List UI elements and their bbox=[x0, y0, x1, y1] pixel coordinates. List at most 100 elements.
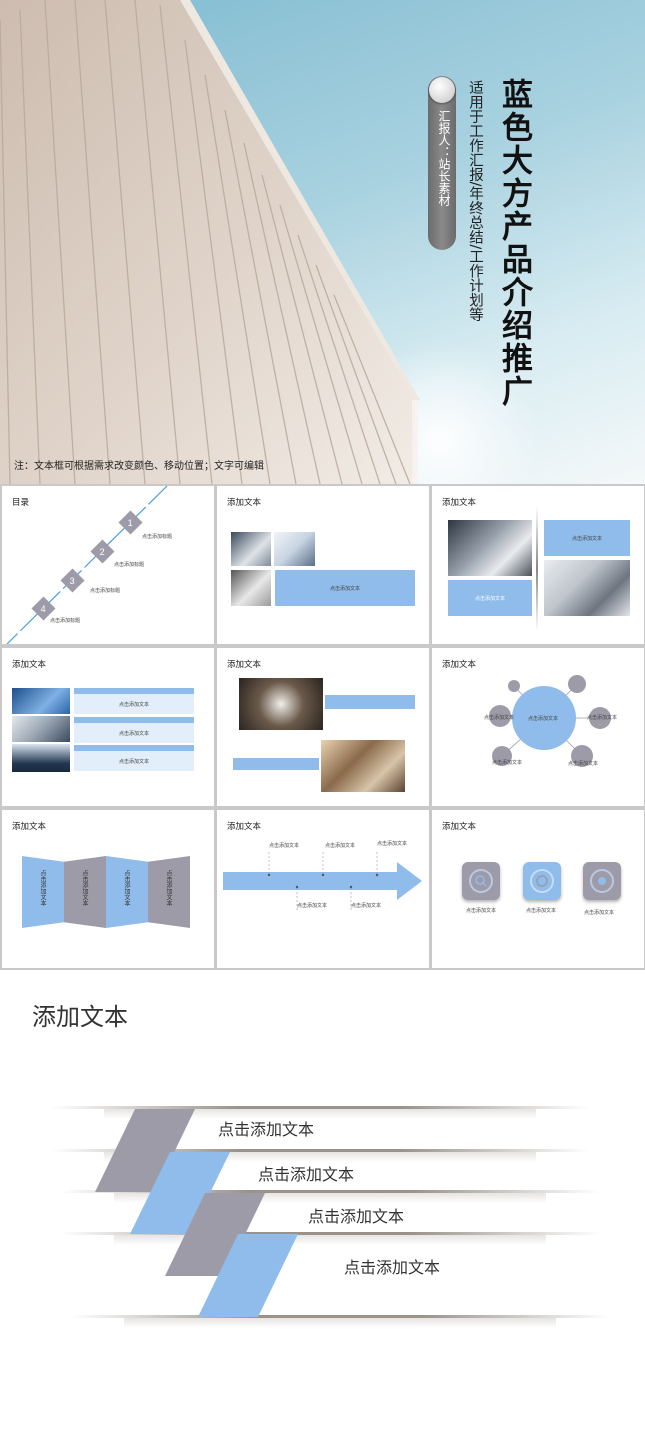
search-icon bbox=[469, 869, 493, 893]
row-label: 点击添加文本 bbox=[118, 701, 149, 708]
node-label[interactable]: 点击添加文本 bbox=[492, 760, 523, 766]
panel[interactable] bbox=[22, 856, 64, 928]
presentation-title: 蓝色大方产品介绍推广 bbox=[496, 78, 532, 408]
node-label[interactable]: 点击添加文本 bbox=[587, 715, 618, 721]
timeline-label[interactable]: 点击添加文本 bbox=[325, 843, 356, 849]
thumb-icon-tiles[interactable]: 添加文本 点击添加文本 点击添加文本 点击添加文本 bbox=[432, 810, 644, 968]
timeline-label[interactable]: 点击添加文本 bbox=[377, 841, 408, 847]
target-icon-tile[interactable] bbox=[523, 862, 561, 900]
text-box-label: 点击添加文本 bbox=[329, 585, 360, 592]
toc-item[interactable]: 点击添加标题 bbox=[142, 534, 173, 540]
text-box[interactable]: 点击添加文本 bbox=[275, 570, 415, 606]
divider bbox=[536, 506, 538, 631]
toc-diagonal-line bbox=[6, 486, 168, 644]
target-icon bbox=[530, 869, 554, 893]
divider-bar bbox=[60, 1232, 600, 1245]
row-label: 点击添加文本 bbox=[118, 758, 149, 765]
row-header bbox=[74, 717, 194, 723]
text-bar[interactable] bbox=[325, 695, 415, 709]
business-photo bbox=[274, 532, 315, 566]
toc-item[interactable]: 点击添加标题 bbox=[90, 588, 121, 594]
node-label[interactable]: 点击添加文本 bbox=[568, 761, 599, 767]
thumb-two-photos[interactable]: 添加文本 点击添加文本 点击添加文本 bbox=[432, 486, 644, 644]
step-label[interactable]: 点击添加文本 bbox=[258, 1165, 355, 1184]
timeline-arrow bbox=[223, 852, 422, 912]
building-facade-image bbox=[0, 0, 420, 484]
timeline-label[interactable]: 点击添加文本 bbox=[351, 903, 382, 909]
building-photo bbox=[12, 688, 70, 714]
slide-title: 添加文本 bbox=[227, 497, 262, 507]
slide-title: 添加文本 bbox=[442, 821, 477, 831]
panel[interactable] bbox=[106, 856, 148, 928]
settings-icon bbox=[590, 869, 614, 893]
laptop-photo bbox=[544, 560, 630, 616]
toc-item[interactable]: 点击添加标题 bbox=[114, 562, 145, 568]
text-box-label: 点击添加文本 bbox=[571, 535, 602, 542]
thumb-timeline-arrow[interactable]: 添加文本 点击添加文本 点击添加文本 点击添加文本 点击添加文本 点击添加文本 bbox=[217, 810, 429, 968]
meeting-table-photo bbox=[239, 678, 323, 730]
step-label[interactable]: 点击添加文本 bbox=[308, 1207, 405, 1226]
divider-bar bbox=[60, 1190, 600, 1203]
business-photo bbox=[231, 532, 271, 566]
search-icon-tile[interactable] bbox=[462, 862, 500, 900]
circle-diagram bbox=[489, 675, 611, 767]
step-label[interactable]: 点击添加文本 bbox=[344, 1258, 441, 1277]
panel[interactable] bbox=[148, 856, 190, 928]
toc-number: 4 bbox=[40, 603, 47, 614]
timeline-label[interactable]: 点击添加文本 bbox=[269, 843, 300, 849]
timeline-label[interactable]: 点击添加文本 bbox=[297, 903, 328, 909]
panel-label: 点击添加文本 bbox=[123, 870, 129, 906]
list-row[interactable]: 点击添加文本 bbox=[74, 723, 194, 743]
row-header bbox=[74, 745, 194, 751]
list-row[interactable]: 点击添加文本 bbox=[74, 694, 194, 714]
slide-title: 添加文本 bbox=[32, 1003, 128, 1031]
icon-label[interactable]: 点击添加文本 bbox=[466, 908, 497, 914]
panel-label: 点击添加文本 bbox=[81, 870, 87, 906]
title-slide: 蓝色大方产品介绍推广 适用于工作汇报/年终总结/工作计划等 汇报人：站长素材 注… bbox=[0, 0, 645, 484]
center-label[interactable]: 点击添加文本 bbox=[528, 716, 559, 722]
toc-item[interactable]: 点击添加标题 bbox=[50, 618, 81, 624]
row-label: 点击添加文本 bbox=[118, 730, 149, 737]
panel-label: 点击添加文本 bbox=[165, 870, 171, 906]
chart-photo bbox=[231, 570, 271, 606]
team-photo bbox=[12, 744, 70, 772]
text-bar[interactable] bbox=[233, 758, 319, 770]
thumb-meeting-photos[interactable]: 添加文本 bbox=[217, 648, 429, 806]
tablet-photo bbox=[448, 520, 532, 576]
slide-title: 添加文本 bbox=[442, 659, 477, 669]
presentation-subtitle: 适用于工作汇报/年终总结/工作计划等 bbox=[467, 80, 483, 322]
reporter-name: 汇报人：站长素材 bbox=[437, 110, 451, 206]
toc-number: 1 bbox=[127, 517, 134, 528]
thumb-toc[interactable]: 目录 1 点击添加标题 2 点击添加标题 3 点击添加标题 4 点击添加标题 bbox=[2, 486, 214, 644]
text-box[interactable]: 点击添加文本 bbox=[544, 520, 630, 556]
toc-number: 2 bbox=[99, 546, 106, 557]
panel-label: 点击添加文本 bbox=[39, 870, 45, 906]
slide-title: 添加文本 bbox=[227, 821, 262, 831]
panel[interactable] bbox=[64, 856, 106, 928]
thumb-folded-panels[interactable]: 添加文本 点击添加文本 点击添加文本 点击添加文本 点击添加文本 bbox=[2, 810, 214, 968]
node-label[interactable]: 点击添加文本 bbox=[484, 715, 515, 721]
slide-title: 目录 bbox=[12, 497, 30, 507]
meeting-photo bbox=[12, 716, 70, 742]
icon-label[interactable]: 点击添加文本 bbox=[584, 910, 615, 916]
thumb-circle-diagram[interactable]: 添加文本 点击添加文本 点击添加文本 点击添加文本 点击添加文本 点击添加文本 bbox=[432, 648, 644, 806]
settings-icon-tile[interactable] bbox=[583, 862, 621, 900]
thumb-list-rows[interactable]: 添加文本 点击添加文本 点击添加文本 点击添加文本 bbox=[2, 648, 214, 806]
toc-number: 3 bbox=[69, 575, 76, 586]
divider-bar bbox=[50, 1149, 590, 1162]
text-box-label: 点击添加文本 bbox=[474, 595, 505, 602]
thumb-photo-collage[interactable]: 添加文本 点击添加文本 bbox=[217, 486, 429, 644]
parallelogram-steps bbox=[95, 1109, 298, 1317]
text-box[interactable]: 点击添加文本 bbox=[448, 580, 532, 616]
large-slide-preview: 添加文本 点击添加文本 点击添加文本 点击添加文本 点击添加文本 bbox=[0, 970, 645, 1455]
step-label[interactable]: 点击添加文本 bbox=[218, 1120, 315, 1139]
icon-label[interactable]: 点击添加文本 bbox=[526, 908, 557, 914]
slide-title: 添加文本 bbox=[227, 659, 262, 669]
slide-title: 添加文本 bbox=[442, 497, 477, 507]
editing-note: 注：文本框可根据需求改变颜色、移动位置；文字可编辑 bbox=[14, 461, 264, 472]
divider-bar bbox=[50, 1106, 590, 1119]
slide-title: 添加文本 bbox=[12, 659, 47, 669]
list-row[interactable]: 点击添加文本 bbox=[74, 751, 194, 771]
slide-thumbnail-grid: 目录 1 点击添加标题 2 点击添加标题 3 点击添加标题 4 点击添加标题 添… bbox=[0, 484, 645, 970]
reporter-pill: 汇报人：站长素材 bbox=[428, 76, 456, 250]
